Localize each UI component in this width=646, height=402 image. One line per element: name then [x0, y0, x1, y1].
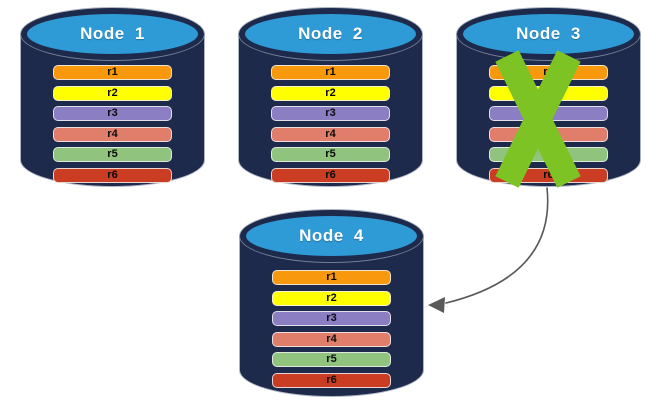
db-node-3-failed: Node 3 r1 r2 r3 r4 r5 r6	[457, 8, 640, 188]
cylinder-top: Node 1	[21, 8, 204, 60]
node-title: Node 4	[299, 226, 364, 245]
record-bar-r2: r2	[271, 85, 390, 101]
arrowhead-icon	[428, 297, 445, 313]
record-bar-r1: r1	[53, 65, 172, 80]
record-bar-r3: r3	[53, 106, 172, 121]
cylinder-top: Node 3	[457, 8, 640, 60]
failure-x-icon	[495, 50, 581, 188]
node-title: Node 1	[80, 24, 145, 43]
record-bar-r4: r4	[271, 126, 390, 142]
record-bar-r5: r5	[272, 352, 391, 367]
record-bar-r6: r6	[53, 167, 172, 183]
node-title: Node 2	[298, 24, 363, 43]
record-bar-r1: r1	[272, 270, 391, 285]
record-bar-r2: r2	[53, 85, 172, 101]
record-bar-r5: r5	[271, 147, 390, 162]
record-stack: r1 r2 r3 r4 r5 r6	[271, 65, 390, 183]
record-stack: r1 r2 r3 r4 r5 r6	[53, 65, 172, 183]
record-stack: r1 r2 r3 r4 r5 r6	[272, 270, 391, 388]
record-bar-r2: r2	[272, 290, 391, 306]
record-bar-r1: r1	[271, 65, 390, 80]
record-bar-r6: r6	[272, 372, 391, 388]
cylinder-top: Node 4	[240, 210, 423, 262]
record-bar-r3: r3	[272, 311, 391, 326]
db-node-4: Node 4 r1 r2 r3 r4 r5 r6	[240, 210, 423, 396]
db-node-1: Node 1 r1 r2 r3 r4 r5 r6	[21, 8, 204, 186]
failover-arrow	[428, 187, 549, 313]
record-bar-r4: r4	[53, 126, 172, 142]
db-node-2: Node 2 r1 r2 r3 r4 r5 r6	[239, 8, 422, 186]
node-title: Node 3	[516, 24, 581, 43]
cylinder-top: Node 2	[239, 8, 422, 60]
record-bar-r4: r4	[272, 331, 391, 347]
record-bar-r3: r3	[271, 106, 390, 121]
record-bar-r6: r6	[271, 167, 390, 183]
record-bar-r5: r5	[53, 147, 172, 162]
